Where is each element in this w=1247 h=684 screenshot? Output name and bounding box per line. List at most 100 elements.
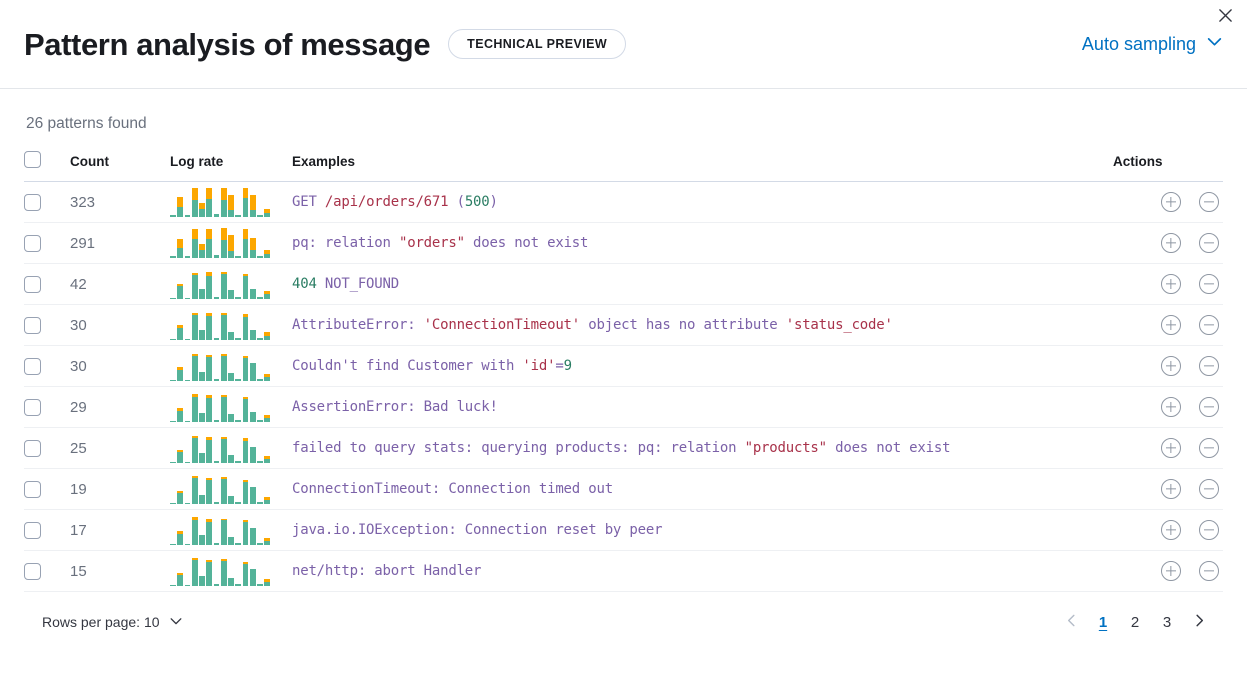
row-checkbox[interactable] — [24, 521, 41, 539]
sparkline-bar-segment-bottom — [184, 379, 191, 381]
circle-plus-icon[interactable] — [1161, 356, 1181, 376]
sparkline-bar — [213, 542, 220, 545]
rows-per-page-selector[interactable]: Rows per page: 10 — [36, 613, 189, 632]
sparkline-bar — [170, 420, 176, 422]
circle-minus-icon[interactable] — [1199, 438, 1219, 458]
circle-minus-icon[interactable] — [1199, 397, 1219, 417]
pagination-next-button[interactable] — [1187, 610, 1211, 634]
sparkline-bar-segment-bottom — [170, 502, 176, 504]
row-checkbox[interactable] — [24, 439, 41, 457]
sparkline-bar-segment-bottom — [257, 338, 263, 340]
row-checkbox[interactable] — [24, 357, 41, 375]
pagination-previous-button[interactable] — [1059, 610, 1083, 634]
circle-minus-icon[interactable] — [1199, 192, 1219, 212]
sparkline-bar — [191, 272, 198, 299]
row-actions-cell — [1113, 345, 1223, 387]
circle-plus-icon[interactable] — [1161, 479, 1181, 499]
log-rate-sparkline — [170, 433, 270, 463]
sparkline-bar — [235, 297, 241, 299]
sparkline-bar-segment-bottom — [228, 290, 234, 299]
sparkline-bar — [184, 502, 191, 504]
row-checkbox[interactable] — [24, 316, 41, 334]
circle-plus-icon[interactable] — [1161, 192, 1181, 212]
sparkline-bar — [170, 502, 176, 504]
sparkline-bar — [206, 518, 212, 545]
row-checkbox[interactable] — [24, 562, 41, 580]
circle-plus-icon[interactable] — [1161, 233, 1181, 253]
row-example-cell: java.io.IOException: Connection reset by… — [292, 509, 1113, 551]
circle-minus-icon[interactable] — [1199, 233, 1219, 253]
close-button[interactable] — [1211, 3, 1239, 31]
row-checkbox[interactable] — [24, 193, 41, 211]
sparkline-bar — [206, 228, 212, 258]
row-checkbox[interactable] — [24, 480, 41, 498]
sparkline-bar-segment-bottom — [264, 376, 270, 381]
example-token: 'status_code' — [785, 317, 893, 333]
row-checkbox[interactable] — [24, 234, 41, 252]
sparkline-bar — [206, 436, 212, 463]
column-header-log-rate[interactable]: Log rate — [170, 151, 292, 182]
sparkline-bar-segment-top — [206, 187, 212, 199]
circle-minus-icon[interactable] — [1199, 274, 1219, 294]
row-log-rate-cell — [170, 468, 292, 510]
sparkline-bar-segment-bottom — [249, 528, 256, 545]
row-select-cell — [24, 181, 70, 223]
sparkline-bar-segment-bottom — [170, 215, 176, 217]
circle-plus-icon[interactable] — [1161, 315, 1181, 335]
circle-plus-icon[interactable] — [1161, 397, 1181, 417]
circle-minus-icon[interactable] — [1199, 356, 1219, 376]
rows-per-page-label: Rows per page: 10 — [42, 614, 160, 630]
header-right: Auto sampling — [1082, 33, 1223, 55]
circle-plus-icon[interactable] — [1161, 274, 1181, 294]
row-checkbox[interactable] — [24, 398, 41, 416]
sparkline-bar-segment-bottom — [235, 379, 241, 381]
circle-plus-icon[interactable] — [1161, 438, 1181, 458]
circle-minus-icon[interactable] — [1199, 561, 1219, 581]
circle-minus-icon[interactable] — [1199, 520, 1219, 540]
column-header-examples[interactable]: Examples — [292, 151, 1113, 182]
row-count: 30 — [70, 304, 170, 346]
auto-sampling-dropdown[interactable]: Auto sampling — [1082, 33, 1223, 55]
example-text: java.io.IOException: Connection reset by… — [292, 522, 1113, 538]
sparkline-bar — [228, 536, 234, 545]
chevron-down-icon — [169, 614, 183, 631]
example-text: GET /api/orders/671 (500) — [292, 194, 1113, 210]
row-log-rate-cell — [170, 222, 292, 264]
pagination-page-2[interactable]: 2 — [1123, 610, 1147, 634]
circle-plus-icon[interactable] — [1161, 561, 1181, 581]
sparkline-bar-segment-bottom — [264, 417, 270, 422]
pagination-page-3[interactable]: 3 — [1155, 610, 1179, 634]
sparkline-bar-segment-bottom — [249, 250, 256, 258]
row-checkbox[interactable] — [24, 275, 41, 293]
column-header-count[interactable]: Count — [70, 151, 170, 182]
row-log-rate-cell — [170, 181, 292, 223]
circle-plus-icon[interactable] — [1161, 520, 1181, 540]
circle-minus-icon[interactable] — [1199, 479, 1219, 499]
row-select-cell — [24, 509, 70, 551]
sparkline-bar — [213, 213, 220, 217]
sparkline-bar-segment-top — [220, 313, 227, 315]
select-all-checkbox[interactable] — [24, 151, 41, 168]
pagination-page-1[interactable]: 1 — [1091, 610, 1115, 634]
circle-minus-icon[interactable] — [1199, 315, 1219, 335]
flyout-body: 26 patterns found Count Log rate Example… — [0, 89, 1247, 634]
log-rate-sparkline — [170, 351, 270, 381]
row-log-rate-cell — [170, 550, 292, 592]
sparkline-bar — [249, 486, 256, 504]
sparkline-bar-segment-top — [228, 235, 234, 251]
row-actions-cell — [1113, 427, 1223, 469]
sparkline-bar-segment-bottom — [184, 461, 191, 463]
sparkline-bar-segment-bottom — [242, 198, 249, 217]
sparkline-bar-segment-bottom — [184, 256, 191, 258]
